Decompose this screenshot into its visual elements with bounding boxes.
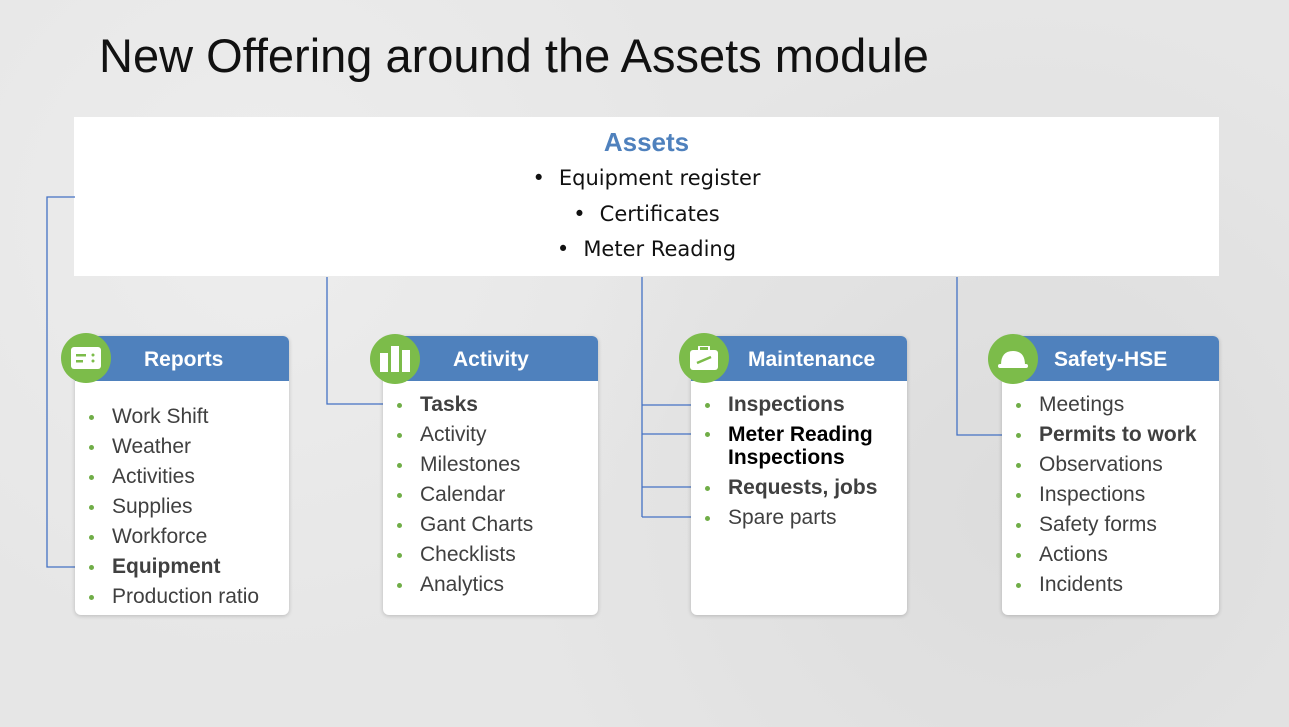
hard-hat-icon — [988, 334, 1038, 384]
list-item: Incidents — [1002, 570, 1197, 600]
connector-activity — [326, 277, 395, 410]
list-item: Analytics — [383, 570, 533, 600]
list-item: Work Shift — [75, 402, 259, 432]
toolbox-icon — [679, 333, 729, 383]
assets-title: Assets — [603, 127, 690, 157]
slide-title: New Offering around the Assets module — [99, 29, 929, 82]
bar-chart-icon — [370, 334, 420, 384]
card-header: Safety-HSE — [1002, 336, 1219, 381]
assets-item: Certificates — [74, 197, 1219, 233]
list-item: Spare parts — [691, 503, 891, 533]
list-item: Activity — [383, 420, 533, 450]
list-item: Equipment — [75, 552, 259, 582]
list-item: Production ratio — [75, 582, 259, 612]
list-item: Inspections — [691, 390, 891, 420]
list-item: Supplies — [75, 492, 259, 522]
connector-reports — [46, 196, 88, 573]
list-item: Inspections — [1002, 480, 1197, 510]
list-item: Activities — [75, 462, 259, 492]
list-item: Meetings — [1002, 390, 1197, 420]
list-item: Permits to work — [1002, 420, 1197, 450]
report-icon — [61, 333, 111, 383]
list-item: Checklists — [383, 540, 533, 570]
assets-box: Assets Equipment register Certificates M… — [74, 117, 1219, 276]
list-item: Meter Reading Inspections — [691, 420, 891, 473]
list-item: Workforce — [75, 522, 259, 552]
list-item: Requests, jobs — [691, 473, 891, 503]
card-safety-hse: Safety-HSE Meetings Permits to work Obse… — [1002, 336, 1219, 615]
list-item: Tasks — [383, 390, 533, 420]
connector-safety — [956, 277, 1015, 441]
assets-item: Equipment register — [74, 161, 1219, 197]
list-item: Milestones — [383, 450, 533, 480]
list-item: Observations — [1002, 450, 1197, 480]
card-reports: Reports Work Shift Weather Activities Su… — [75, 336, 289, 615]
card-activity: Activity Tasks Activity Milestones Calen… — [383, 336, 598, 615]
card-maintenance: Maintenance Inspections Meter Reading In… — [691, 336, 907, 615]
list-item: Weather — [75, 432, 259, 462]
list-item: Safety forms — [1002, 510, 1197, 540]
card-header: Maintenance — [691, 336, 907, 381]
assets-item: Meter Reading — [74, 232, 1219, 268]
list-item: Gant Charts — [383, 510, 533, 540]
list-item: Calendar — [383, 480, 533, 510]
list-item: Actions — [1002, 540, 1197, 570]
